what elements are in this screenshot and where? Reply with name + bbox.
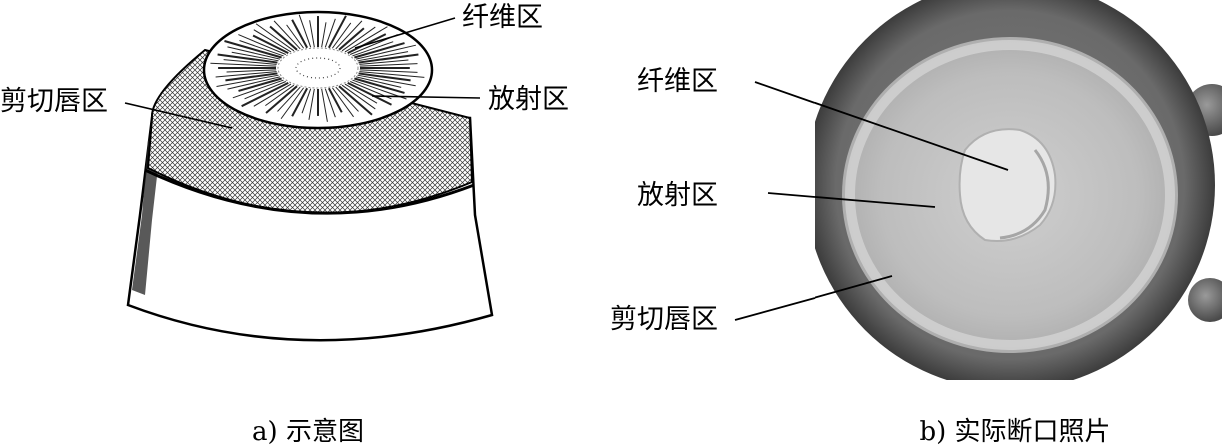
- shear-lip-ring: [845, 40, 1175, 350]
- radial-streak: [255, 23, 295, 52]
- caption-b: b) 实际断口照片: [919, 417, 1110, 447]
- radial-streak: [244, 81, 287, 100]
- radial-streak: [355, 76, 402, 88]
- radial-streak: [359, 71, 425, 78]
- radial-streak: [216, 74, 279, 87]
- radial-streak: [347, 33, 387, 55]
- radial-streak: [347, 81, 392, 106]
- radial-streak: [217, 53, 278, 64]
- radial-streak: [309, 20, 315, 48]
- radial-streak: [226, 69, 277, 73]
- radial-streak: [210, 62, 277, 67]
- radial-streak: [359, 59, 409, 65]
- radial-streak: [331, 87, 354, 118]
- radial-streaks: [210, 14, 425, 122]
- radial-streak: [224, 40, 282, 59]
- fiber-zone-dots: [295, 57, 341, 79]
- leader-shear-a: [124, 102, 233, 129]
- radial-streak: [232, 79, 284, 99]
- label-shear-a: 剪切唇区: [0, 86, 108, 117]
- leader-radial-b: [815, 196, 936, 208]
- leader-shear-b: [815, 275, 893, 299]
- radial-streak: [252, 34, 289, 55]
- radial-streak: [341, 84, 376, 110]
- radial-streak: [238, 34, 287, 55]
- radial-streak: [273, 20, 301, 50]
- radial-streak: [215, 71, 277, 78]
- radial-streak: [344, 83, 378, 104]
- radial-streak: [298, 14, 312, 48]
- radial-streak: [241, 81, 289, 108]
- radial-streak: [291, 19, 309, 49]
- radial-streak: [357, 74, 416, 87]
- radial-streak: [225, 72, 278, 82]
- radial-streak: [253, 83, 292, 107]
- leader-fiber-a: [354, 17, 456, 49]
- radial-streak: [331, 22, 352, 49]
- label-shear-b: 剪切唇区: [610, 304, 718, 335]
- radial-streak: [231, 51, 279, 62]
- radial-streak: [321, 22, 327, 48]
- radial-streak: [359, 69, 418, 73]
- radial-streak: [265, 84, 295, 107]
- radial-streak: [269, 25, 298, 51]
- radial-streak: [227, 76, 281, 90]
- radial-streak: [291, 87, 309, 117]
- fiber-zone-shadow: [999, 149, 1050, 240]
- radial-streak: [327, 87, 343, 113]
- radial-streak: [324, 18, 336, 48]
- leader-radial-a: [371, 95, 481, 99]
- radial-streak: [253, 29, 292, 53]
- band-edge-line: [144, 168, 475, 215]
- leader-fiber-b: [815, 101, 1009, 171]
- radial-streak: [286, 24, 305, 49]
- radial-streak: [358, 72, 411, 82]
- fiber-zone-photo: [958, 128, 1057, 242]
- radial-streak: [327, 15, 347, 49]
- radial-streak: [355, 44, 416, 60]
- radial-streak: [341, 26, 376, 52]
- radial-streak: [358, 53, 419, 64]
- radial-streak: [335, 20, 363, 50]
- radial-streak: [338, 27, 365, 51]
- radial-streak: [354, 77, 405, 94]
- radial-streak: [280, 87, 305, 120]
- fixture-knob-lower: [1188, 278, 1222, 322]
- radial-streak: [277, 86, 301, 112]
- radial-streak: [335, 86, 359, 112]
- radial-streak: [308, 88, 315, 120]
- fracture-photo: [815, 0, 1222, 380]
- radial-streak: [344, 26, 388, 53]
- label-radial-b: 放射区: [637, 180, 718, 211]
- radial-streak: [324, 88, 336, 118]
- radial-streak: [227, 46, 281, 60]
- schematic-drawing: 纤维区 放射区 剪切唇区 a) 示意图: [0, 2, 569, 447]
- label-fiber-a: 纤维区: [462, 2, 543, 33]
- radial-streak: [357, 51, 409, 62]
- radial-streak: [359, 63, 418, 67]
- fiber-zone-center: [277, 47, 359, 89]
- radial-streak: [223, 59, 277, 65]
- caption-a: a) 示意图: [252, 417, 364, 447]
- radial-streak: [352, 41, 394, 57]
- radial-streak: [354, 42, 405, 59]
- radial-streak: [265, 85, 298, 114]
- radial-streak: [238, 77, 282, 92]
- body-shadow: [132, 140, 160, 295]
- radial-streak: [338, 85, 373, 116]
- radial-streak: [301, 88, 312, 114]
- radial-streak: [239, 40, 284, 57]
- radial-streak: [321, 88, 328, 122]
- label-radial-a: 放射区: [488, 84, 569, 115]
- label-fiber-b: 纤维区: [637, 66, 718, 97]
